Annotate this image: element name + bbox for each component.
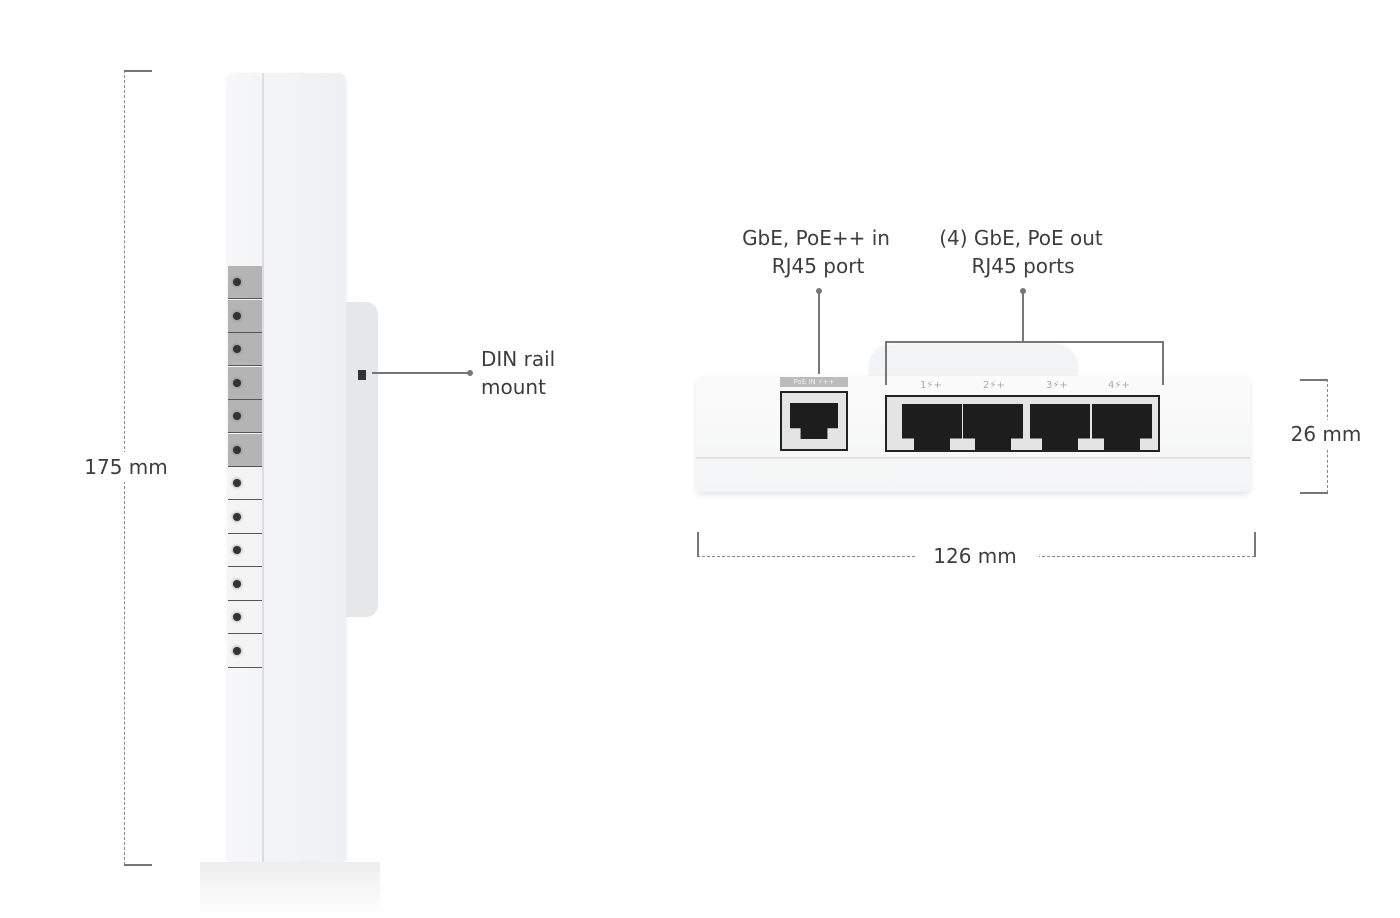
height-label: 175 mm	[84, 455, 168, 479]
side-port-segment	[228, 601, 262, 634]
side-port-segment	[228, 467, 262, 500]
side-port-segment	[228, 266, 262, 299]
width-label: 126 mm	[933, 544, 1017, 568]
depth-label: 26 mm	[1290, 422, 1362, 446]
side-port-segment	[228, 333, 262, 366]
side-port-segment	[228, 534, 262, 567]
poe-in-port	[780, 391, 848, 451]
din-clip	[358, 370, 366, 380]
side-port-segment	[228, 634, 262, 668]
side-port-segment	[228, 500, 262, 534]
side-port-segment	[228, 433, 262, 467]
side-port-segment	[228, 366, 262, 400]
side-port-segment	[228, 299, 262, 333]
poe-in-tag: PoE IN ⚡++	[780, 377, 848, 387]
side-port-segment	[228, 567, 262, 601]
side-port-segment	[228, 400, 262, 433]
